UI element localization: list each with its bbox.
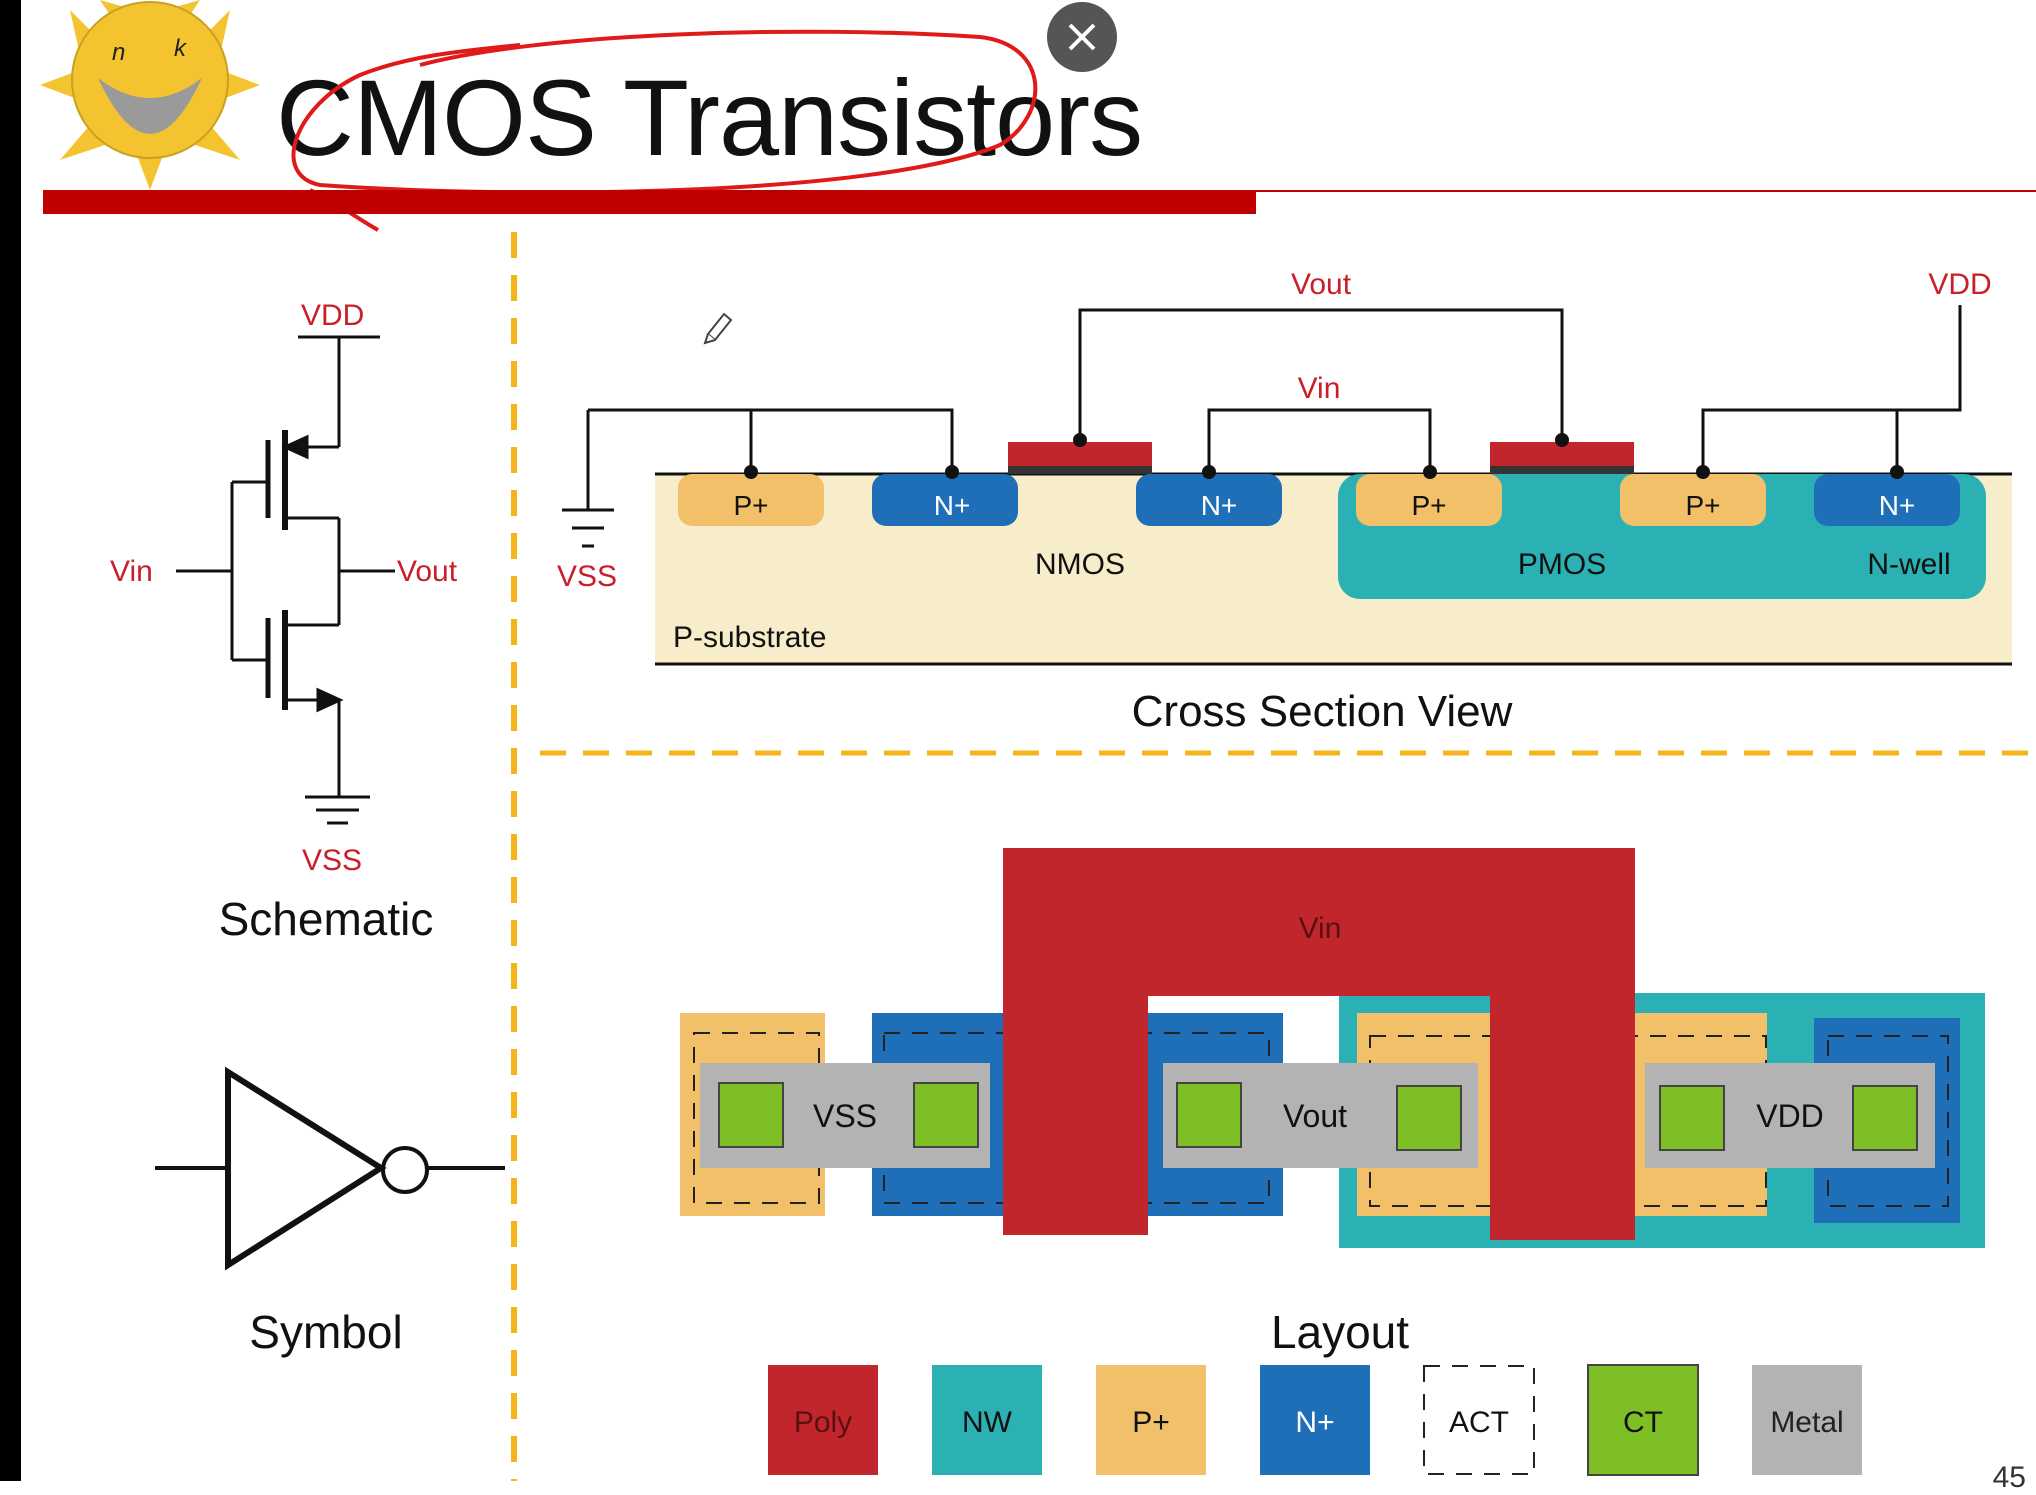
layout-vdd-label: VDD <box>1756 1098 1824 1134</box>
legend-item-p-plus: P+ <box>1096 1365 1206 1475</box>
svg-text:NW: NW <box>962 1406 1013 1439</box>
sun-smile <box>98 78 202 134</box>
layout-vin-label: Vin <box>1299 912 1342 945</box>
xs-p-plus-3-label: P+ <box>1685 490 1720 521</box>
svg-text:Metal: Metal <box>1770 1406 1843 1439</box>
sun-logo: n k <box>40 0 260 190</box>
close-icon[interactable] <box>1047 2 1117 72</box>
schematic-vss-label: VSS <box>302 844 362 877</box>
xs-p-plus-1 <box>678 474 824 526</box>
close-button[interactable] <box>1047 2 1117 72</box>
xs-n-plus-2 <box>1136 474 1282 526</box>
layout-ct-3 <box>1176 1082 1242 1148</box>
layout-ct-1 <box>718 1082 784 1148</box>
layout-vout-label: Vout <box>1283 1098 1347 1134</box>
cross-section-caption: Cross Section View <box>1132 687 1513 736</box>
inverter-schematic <box>176 335 395 825</box>
schematic-vin-label: Vin <box>110 555 153 588</box>
xs-p-plus-3 <box>1620 474 1766 526</box>
legend-item-n-plus: N+ <box>1260 1365 1370 1475</box>
svg-text:Poly: Poly <box>794 1406 852 1439</box>
legend-item-act: ACT <box>1423 1365 1535 1475</box>
layout-ct-4 <box>1396 1085 1462 1151</box>
logo-letter-n: n <box>112 39 125 66</box>
xs-n-plus-1 <box>872 474 1018 526</box>
schematic-vout-label: Vout <box>397 555 458 588</box>
xs-n-plus-3 <box>1814 474 1960 526</box>
xs-pmos-label: PMOS <box>1518 548 1606 581</box>
xs-vdd-label: VDD <box>1928 268 1991 301</box>
layout-view: Vin VSS Vout VDD Layout <box>680 848 1985 1358</box>
layout-vss-label: VSS <box>813 1098 877 1134</box>
layout-caption: Layout <box>1271 1306 1409 1358</box>
legend-item-nw: NW <box>932 1365 1042 1475</box>
cross-section: P+ N+ N+ P+ P+ N+ NMOS PMOS N-well P-sub… <box>557 268 2012 736</box>
xs-nwell-label: N-well <box>1867 548 1950 581</box>
xs-n-plus-2-label: N+ <box>1201 490 1238 521</box>
xs-vout-label: Vout <box>1291 268 1352 301</box>
title-rule <box>43 190 1256 214</box>
symbol-caption: Symbol <box>249 1306 402 1358</box>
layout-ct-5 <box>1659 1085 1725 1151</box>
xs-n-plus-1-label: N+ <box>934 490 971 521</box>
xs-vss-label: VSS <box>557 560 617 593</box>
layer-legend: Poly NW P+ N+ ACT CT <box>768 1364 1862 1476</box>
legend-item-ct: CT <box>1587 1364 1699 1476</box>
schematic-caption: Schematic <box>219 893 434 945</box>
xs-substrate-label: P-substrate <box>673 621 826 654</box>
layout-ct-6 <box>1852 1085 1918 1151</box>
sun-face <box>71 1 229 159</box>
xs-n-plus-3-label: N+ <box>1879 490 1916 521</box>
inverter-symbol <box>155 1066 505 1271</box>
logo-letter-k: k <box>174 35 188 62</box>
layout-ct-2 <box>913 1082 979 1148</box>
schematic-vdd-label: VDD <box>301 299 364 332</box>
layout-poly-gate <box>1003 848 1635 1240</box>
pencil-cursor-icon <box>703 312 733 345</box>
xs-p-plus-2 <box>1356 474 1502 526</box>
svg-text:N+: N+ <box>1295 1406 1334 1439</box>
legend-item-metal: Metal <box>1752 1365 1862 1475</box>
svg-text:CT: CT <box>1623 1406 1663 1439</box>
page-number: 45 <box>1992 1461 2026 1494</box>
xs-p-plus-1-label: P+ <box>733 490 768 521</box>
svg-text:P+: P+ <box>1132 1406 1170 1439</box>
title-rule-thin <box>1256 190 2036 192</box>
slide-title: CMOS Transistors <box>276 57 1143 178</box>
layout-act-4 <box>1827 1035 1949 1207</box>
xs-nmos-label: NMOS <box>1035 548 1125 581</box>
xs-vin-label: Vin <box>1298 372 1341 405</box>
svg-text:ACT: ACT <box>1449 1406 1509 1439</box>
left-black-bar <box>0 0 21 1481</box>
legend-item-poly: Poly <box>768 1365 878 1475</box>
xs-p-plus-2-label: P+ <box>1411 490 1446 521</box>
